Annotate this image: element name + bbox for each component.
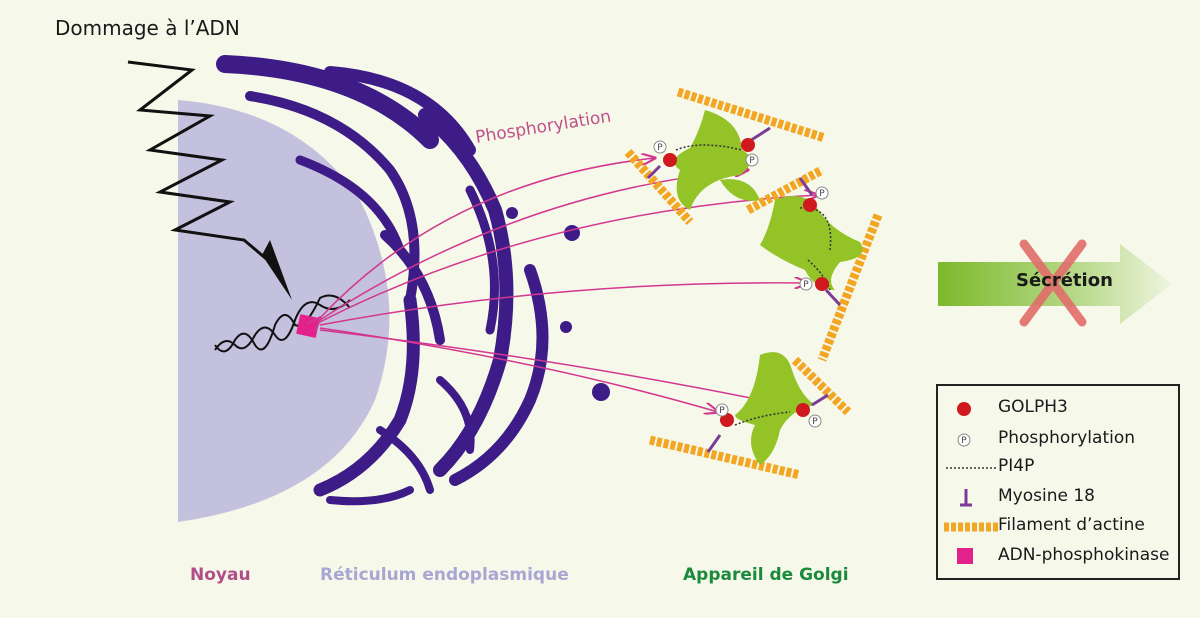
phosphate-marker: P bbox=[815, 186, 829, 200]
phosphate-marker: P bbox=[653, 140, 667, 154]
legend-label: Phosphorylation bbox=[998, 428, 1136, 448]
legend-label: ADN-phosphokinase bbox=[998, 545, 1170, 565]
svg-text:P: P bbox=[749, 156, 755, 166]
legend-item-golph3: GOLPH3 bbox=[938, 394, 1178, 422]
phosphate-marker: P bbox=[715, 403, 729, 417]
phosphate-marker: P bbox=[808, 414, 822, 428]
actin-filament-icon bbox=[944, 522, 998, 532]
dna-damage-arrow bbox=[127, 60, 271, 264]
svg-text:P: P bbox=[657, 143, 663, 153]
phosphate-marker: P bbox=[745, 153, 759, 167]
phosphate-markers: P P P P P P bbox=[653, 140, 829, 428]
legend: GOLPH3 P Phosphorylation PI4P Myosine 18… bbox=[936, 384, 1180, 580]
golgi-stack-1 bbox=[624, 87, 827, 225]
pi4p-icon bbox=[946, 467, 996, 469]
nucleus-label: Noyau bbox=[190, 565, 251, 585]
legend-label: Myosine 18 bbox=[998, 486, 1095, 506]
golgi-stack-3 bbox=[648, 352, 852, 480]
phosphorylation-icon: P bbox=[957, 433, 971, 447]
legend-item-dna-pk: ADN-phosphokinase bbox=[938, 542, 1178, 570]
dna-damage-arrowhead bbox=[262, 240, 292, 300]
svg-text:P: P bbox=[812, 417, 818, 427]
legend-label: PI4P bbox=[998, 456, 1035, 476]
svg-text:P: P bbox=[819, 189, 825, 199]
svg-text:P: P bbox=[803, 280, 809, 290]
legend-item-actin: Filament d’actine bbox=[938, 512, 1178, 540]
dna-pk-icon bbox=[957, 548, 973, 564]
legend-item-myosin: Myosine 18 bbox=[938, 483, 1178, 511]
golgi-stack-2 bbox=[745, 166, 883, 362]
phosphate-marker: P bbox=[799, 277, 813, 291]
reticulum-label: Réticulum endoplasmique bbox=[320, 565, 569, 585]
dna-damage-title: Dommage à l’ADN bbox=[55, 16, 240, 40]
phosphorylation-arrows bbox=[320, 158, 818, 412]
legend-item-pi4p: PI4P bbox=[938, 453, 1178, 481]
golph3-icon bbox=[957, 402, 971, 416]
secretion-label: Sécrétion bbox=[1016, 270, 1113, 291]
svg-text:P: P bbox=[961, 436, 967, 446]
dna-phosphokinase bbox=[296, 314, 320, 338]
myosin-icon bbox=[960, 489, 972, 507]
legend-item-phosphorylation: P Phosphorylation bbox=[938, 425, 1178, 453]
legend-label: Filament d’actine bbox=[998, 515, 1145, 535]
blocked-cross-icon bbox=[1019, 239, 1087, 327]
golgi-label: Appareil de Golgi bbox=[683, 565, 849, 585]
legend-label: GOLPH3 bbox=[998, 397, 1068, 417]
nucleus bbox=[178, 100, 390, 522]
svg-text:P: P bbox=[719, 406, 725, 416]
